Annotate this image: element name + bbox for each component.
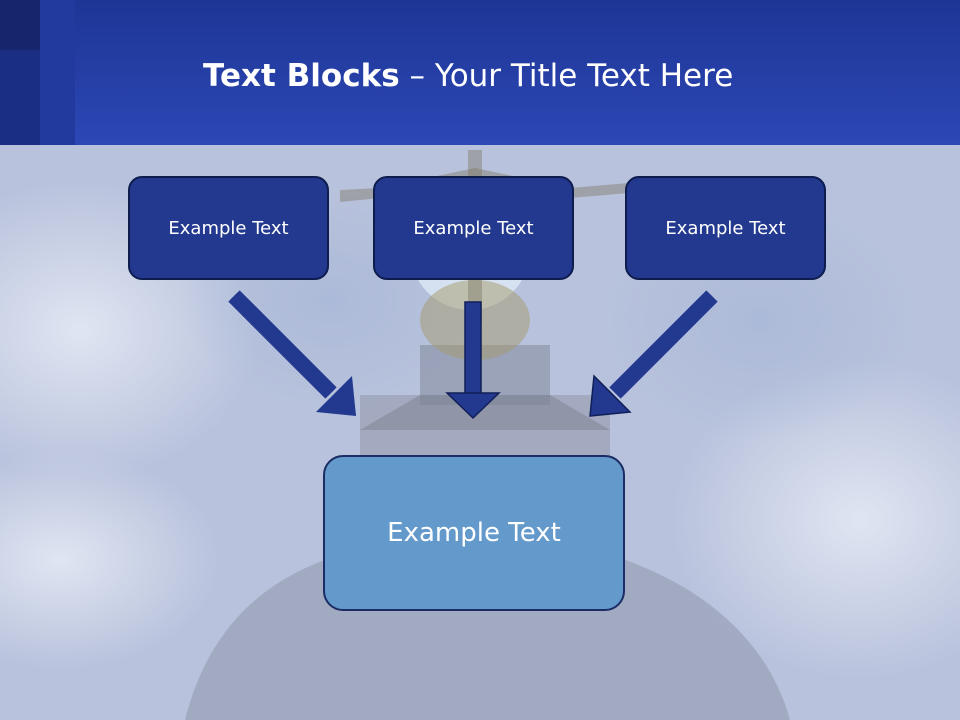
- arrow-left: [228, 290, 356, 416]
- source-block-3: Example Text: [625, 176, 826, 280]
- title-bar-accent-dark: [0, 0, 40, 145]
- title-bar: [0, 0, 960, 145]
- source-block-1: Example Text: [128, 176, 329, 280]
- source-block-2: Example Text: [373, 176, 574, 280]
- title-bar-accent: [40, 0, 75, 145]
- title-separator: –: [399, 58, 435, 94]
- arrow-right: [589, 290, 718, 417]
- slide-title: Text Blocks – Your Title Text Here: [203, 52, 733, 100]
- arrow-center: [445, 301, 501, 420]
- title-rest: Your Title Text Here: [434, 58, 734, 94]
- title-bold-part: Text Blocks: [203, 58, 400, 94]
- target-block: Example Text: [323, 455, 625, 611]
